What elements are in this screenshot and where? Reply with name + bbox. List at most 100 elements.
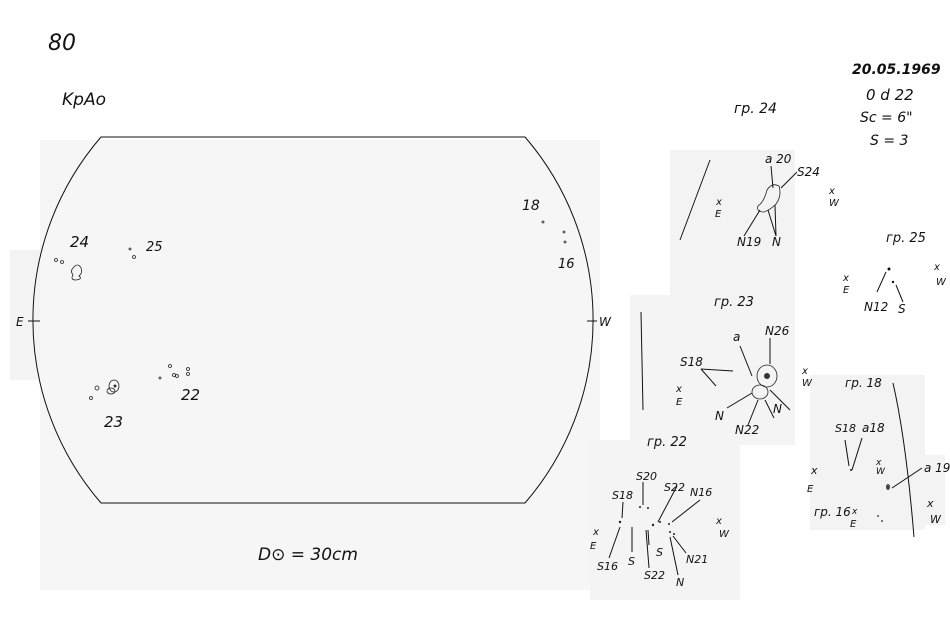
inset-title: гр. 16: [814, 505, 851, 519]
quality-value: S = 3: [870, 133, 908, 149]
west-label: W: [930, 513, 942, 526]
sheet-number: 80: [48, 31, 76, 56]
drawing-stroke: [891, 467, 923, 489]
drawing-stroke: [767, 209, 777, 237]
drawing-stroke: [563, 240, 567, 244]
direction-marker: x: [675, 384, 682, 395]
drawing-stroke: [621, 501, 624, 519]
drawing-stroke: [670, 150, 795, 300]
drawing-stroke: [743, 209, 761, 237]
drawing-stroke: [780, 171, 798, 189]
group-label-16: 16: [558, 257, 575, 272]
spot-label: S18: [612, 489, 633, 502]
observation-date: 20.05.1969: [852, 62, 941, 78]
drawing-stroke: [647, 507, 649, 509]
drawing-stroke: [647, 529, 650, 546]
drawing-stroke: [891, 280, 895, 284]
east-label: E: [676, 397, 683, 408]
limb-line: [679, 159, 711, 241]
spot-label: N: [772, 235, 781, 249]
sunspot-group-22: [158, 364, 190, 380]
west-label: W: [719, 529, 730, 540]
drawing-stroke: [108, 379, 120, 393]
spot-label: N22: [735, 423, 759, 437]
group-label-18: 18: [522, 198, 540, 214]
drawing-stroke: [672, 535, 687, 554]
drawing-stroke: [747, 399, 759, 426]
drawing-stroke: [590, 440, 740, 600]
sunspots: [618, 506, 675, 535]
drawing-stroke: [887, 267, 891, 271]
drawing-stroke: [168, 364, 172, 368]
east-marker: x: [715, 197, 722, 208]
direction-marker: x: [810, 464, 818, 477]
paper-patches: [10, 140, 945, 600]
spot-label: a 20: [765, 152, 792, 166]
observatory-code: KpAo: [62, 90, 106, 110]
drawing-stroke: [645, 529, 650, 569]
west-label: W: [829, 198, 840, 209]
east-label: E: [590, 541, 597, 552]
drawing-stroke: [54, 258, 58, 262]
inset-title: гр. 18: [845, 376, 882, 390]
west-marker: x: [828, 186, 835, 197]
observation-time: 0 d 22: [866, 86, 914, 104]
spot-label: N12: [864, 300, 888, 314]
drawing-stroke: [770, 165, 774, 189]
drawing-stroke: [89, 396, 93, 400]
east-label: E: [16, 315, 24, 329]
inset-title: гр. 24: [734, 101, 777, 117]
drawing-stroke: [608, 526, 621, 559]
sunspot-group-24: [54, 258, 83, 281]
group-label-25: 25: [146, 240, 163, 255]
drawing-stroke: [186, 367, 190, 371]
drawing-stroke: [673, 533, 675, 535]
drawing-stroke: [186, 372, 190, 376]
drawing-stroke: [700, 368, 734, 372]
drawing-stroke: [881, 520, 883, 522]
drawing-stroke: [106, 387, 116, 395]
spot-label: S22: [644, 569, 665, 582]
spot-label: S: [628, 555, 635, 568]
spot-label: S18: [680, 355, 703, 369]
spot-label: N: [773, 402, 782, 416]
drawing-stroke: [113, 384, 117, 388]
spot-label: S16: [597, 560, 618, 573]
drawing-stroke: [158, 376, 162, 380]
drawing-stroke: [671, 499, 701, 523]
drawing-stroke: [774, 204, 777, 237]
drawing-stroke: [764, 399, 775, 419]
spot-label: S22: [664, 481, 685, 494]
east-label: E: [843, 285, 850, 296]
sunspot: [751, 384, 769, 400]
sunspot-group-18-16: [541, 220, 567, 244]
drawing-stroke: [71, 264, 83, 281]
drawing-stroke: [769, 389, 791, 411]
seeing-value: Sc = 6": [860, 110, 913, 126]
drawing-stroke: [726, 392, 753, 409]
drawing-stroke: [659, 521, 661, 523]
west-label: W: [876, 467, 886, 477]
inset-group-23: гр. 23 a N26 S18 N N22 N x E x W: [640, 295, 813, 437]
spot-label: S: [898, 302, 906, 316]
drawing-stroke: [669, 536, 679, 576]
drawing-stroke: [541, 220, 545, 224]
direction-marker: x: [842, 273, 849, 284]
sunspot-group-23: [89, 379, 120, 400]
spot-label: S20: [636, 470, 657, 483]
sunspot: [756, 364, 778, 388]
drawing-stroke: [639, 506, 641, 508]
spot-label: a18: [862, 421, 885, 435]
inset-group-24: гр. 24 a 20 S24 N19 N x E x W: [679, 101, 840, 249]
inset-title: гр. 23: [714, 295, 754, 310]
drawing-stroke: [668, 523, 670, 525]
drawing-stroke: [618, 520, 622, 524]
sunspot: [886, 484, 890, 490]
west-label: W: [936, 277, 947, 288]
drawing-stroke: [60, 260, 64, 264]
spot-label: N19: [737, 235, 761, 249]
direction-marker: x: [851, 507, 858, 517]
drawing-stroke: [657, 485, 678, 523]
